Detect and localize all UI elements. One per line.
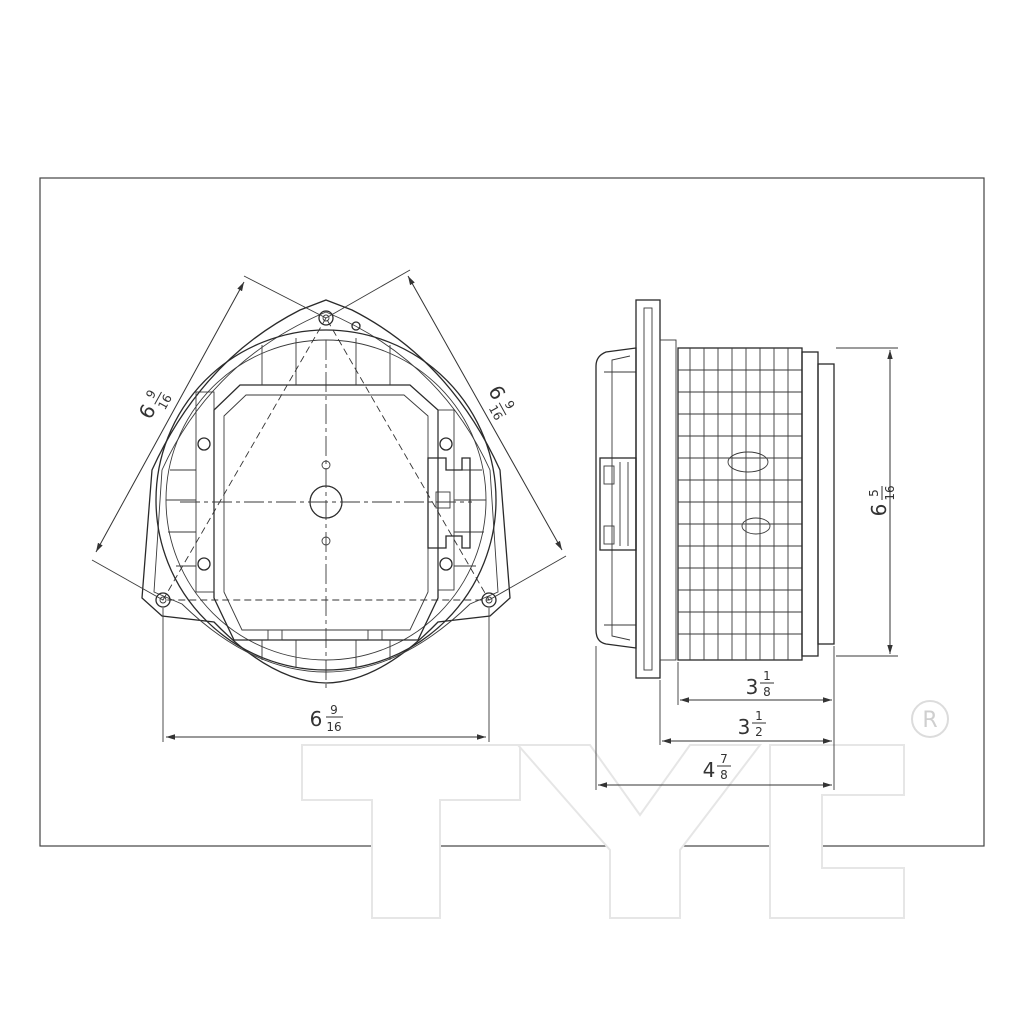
svg-text:6: 6 (867, 504, 891, 517)
svg-text:4: 4 (703, 758, 716, 782)
svg-text:1: 1 (763, 669, 771, 683)
svg-text:9: 9 (143, 387, 159, 400)
registered-mark-letter: R (922, 708, 937, 733)
svg-text:8: 8 (720, 768, 728, 782)
blower-side-view (595, 299, 898, 790)
registered-mark: R (911, 700, 949, 738)
svg-text:16: 16 (326, 720, 341, 734)
svg-text:16: 16 (883, 485, 897, 500)
svg-text:16: 16 (486, 403, 506, 423)
dimension-left-width: 6 9 16 (166, 703, 486, 740)
svg-text:3: 3 (746, 675, 759, 699)
svg-text:9: 9 (330, 703, 338, 717)
brand-watermark-logo (301, 744, 905, 919)
svg-text:9: 9 (502, 398, 518, 411)
svg-text:3: 3 (738, 715, 751, 739)
svg-text:1: 1 (755, 709, 763, 723)
dimension-depth-mid: 3 1 2 (662, 709, 832, 744)
dimension-depth-total: 4 7 8 (598, 752, 832, 788)
svg-text:7: 7 (720, 752, 728, 766)
svg-text:5: 5 (867, 489, 881, 497)
blower-wheel-blades (678, 348, 802, 660)
dimension-right-height: 6 5 16 (867, 350, 897, 654)
svg-text:6: 6 (310, 707, 323, 731)
svg-text:8: 8 (763, 685, 771, 699)
drawing-frame (39, 177, 985, 847)
blower-front-view (91, 269, 567, 742)
svg-text:6: 6 (483, 381, 510, 404)
dimension-depth-inner: 3 1 8 (680, 669, 832, 703)
dimension-left-diagonal-a: 6 9 16 (95, 281, 245, 553)
svg-text:16: 16 (155, 392, 175, 412)
svg-text:2: 2 (755, 725, 763, 739)
dimension-left-diagonal-b: 6 9 16 (407, 275, 563, 551)
